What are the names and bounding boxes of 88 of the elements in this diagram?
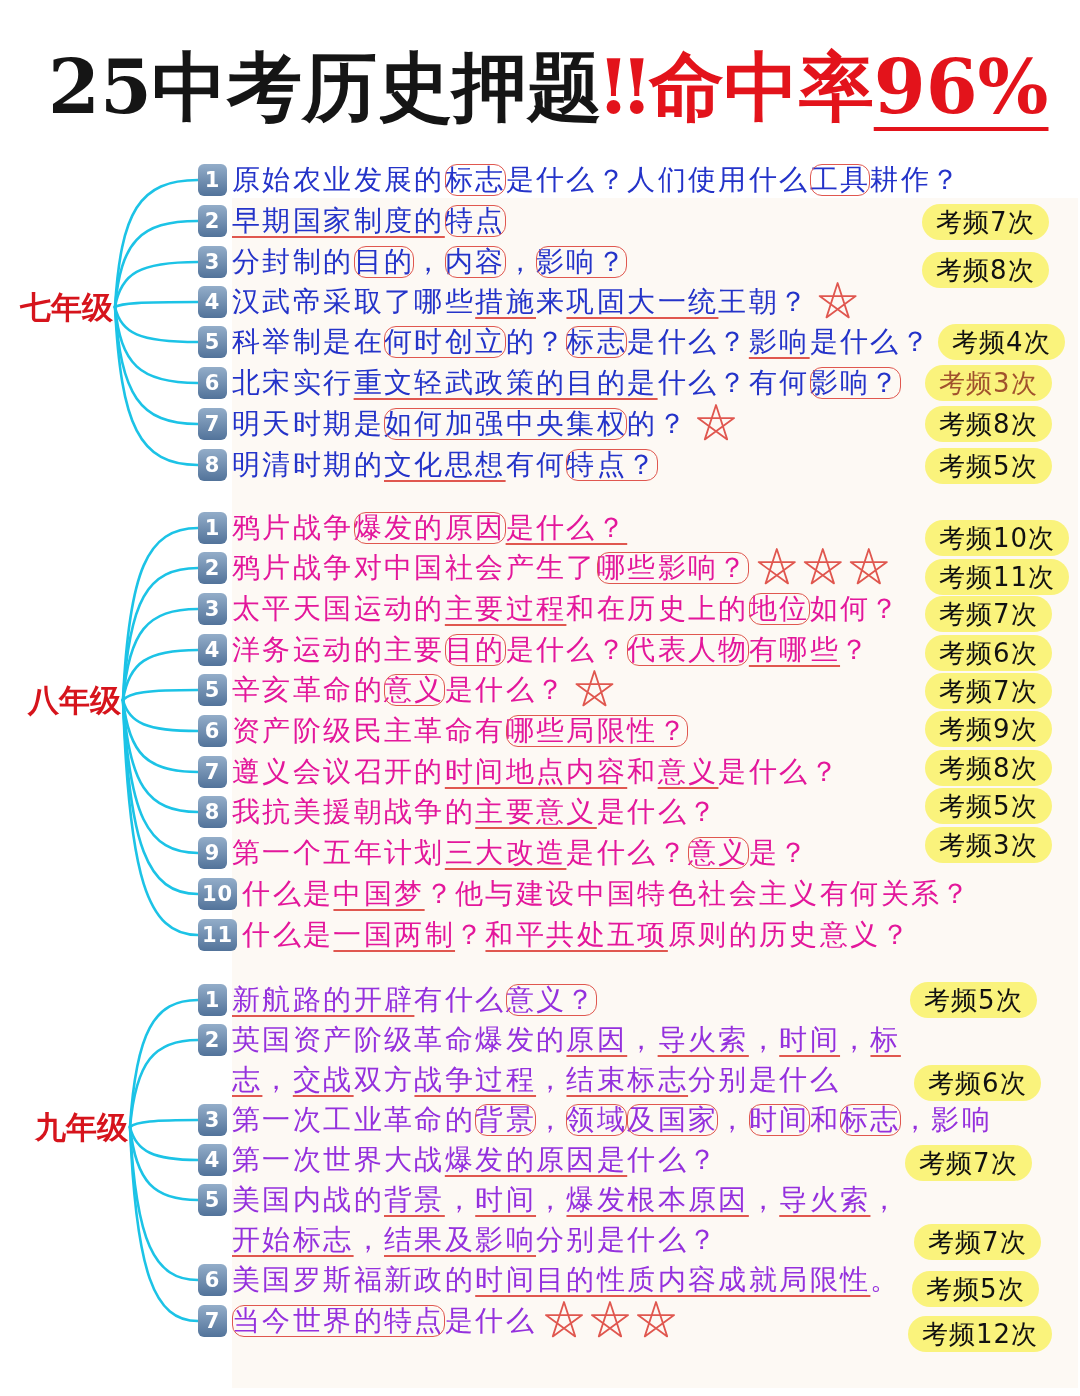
grade-label: 七年级	[20, 287, 113, 327]
branch-line	[113, 305, 200, 344]
number-key: 6	[198, 1264, 227, 1296]
number-key: 8	[198, 796, 227, 828]
question-text: 资产阶级民主革命有哪些局限性？	[232, 713, 688, 749]
question-text: 什么是中国梦？他与建设中国特色社会主义有何关系？	[242, 876, 972, 912]
number-key: 5	[198, 326, 227, 358]
question-text: 英国资产阶级革命爆发的原因，导火索，时间，标志，交战双方战争过程，结束标志分别是什么	[232, 1022, 902, 1098]
number-key: 7	[198, 408, 227, 440]
frequency-tag: 考频5次	[910, 982, 1037, 1018]
number-key: 1	[198, 984, 227, 1016]
question-text: 北宋实行重文轻武政策的目的是什么？有何影响？	[232, 365, 901, 401]
question-text: 科举制是在何时创立的？标志是什么？影响是什么？	[232, 324, 932, 360]
frequency-tag: 考频7次	[925, 673, 1052, 709]
frequency-tag: 考频12次	[908, 1316, 1053, 1352]
number-key: 8	[198, 449, 227, 481]
branch-line	[128, 1125, 200, 1323]
question-text: 鸦片战争对中国社会产生了哪些影响？	[232, 550, 749, 586]
question-text: 明天时期是如何加强中央集权的？	[232, 406, 688, 442]
number-key: 2	[198, 552, 227, 584]
number-key: 5	[198, 674, 227, 706]
grade-label: 八年级	[28, 680, 121, 720]
grade-label: 九年级	[35, 1107, 128, 1147]
frequency-tag: 考频11次	[925, 559, 1070, 595]
frequency-tag: 考频5次	[925, 788, 1052, 824]
frequency-tag: 考频4次	[938, 324, 1065, 360]
branch-line	[121, 698, 200, 937]
question-text: 太平天国运动的主要过程和在历史上的地位如何？	[232, 591, 901, 627]
number-key: 6	[198, 367, 227, 399]
frequency-tag: 考频10次	[925, 520, 1070, 556]
number-key: 4	[198, 1144, 227, 1176]
branch-line	[121, 688, 200, 702]
number-key: 9	[198, 837, 227, 869]
question-text: 鸦片战争爆发的原因是什么？	[232, 510, 628, 546]
branch-line	[113, 305, 200, 467]
number-key: 3	[198, 1104, 227, 1136]
branch-line	[113, 260, 200, 309]
question-text: 明清时期的文化思想有何特点？	[232, 447, 658, 483]
branch-line	[113, 300, 200, 309]
frequency-tag: 考频5次	[925, 448, 1052, 484]
frequency-tag: 考频7次	[922, 204, 1049, 240]
branch-line	[128, 1038, 200, 1129]
question-text: 分封制的目的，内容，影响？	[232, 244, 628, 280]
number-key: 2	[198, 205, 227, 237]
number-key: 7	[198, 756, 227, 788]
number-key: 1	[198, 164, 227, 196]
question-text: 早期国家制度的特点	[232, 203, 506, 239]
question-text: 遵义会议召开的时间地点内容和意义是什么？	[232, 754, 841, 790]
branch-line	[128, 1118, 200, 1129]
number-key: 4	[198, 286, 227, 318]
frequency-tag: 考频7次	[905, 1145, 1032, 1181]
question-text: 原始农业发展的标志是什么？人们使用什么工具耕作？	[232, 162, 962, 198]
number-key: 1	[198, 512, 227, 544]
frequency-tag: 考频6次	[925, 635, 1052, 671]
number-key: 6	[198, 715, 227, 747]
question-text: 汉武帝采取了哪些措施来巩固大一统王朝？	[232, 284, 810, 320]
number-key: 7	[198, 1305, 227, 1337]
frequency-tag: 考频3次	[925, 827, 1052, 863]
number-key: 2	[198, 1024, 227, 1056]
question-text: 我抗美援朝战争的主要意义是什么？	[232, 794, 719, 830]
branch-line	[121, 698, 200, 733]
number-key: 11	[198, 919, 238, 951]
question-text: 美国罗斯福新政的时间目的性质内容成就局限性。	[232, 1262, 901, 1298]
question-text: 洋务运动的主要目的是什么？代表人物有哪些？	[232, 632, 871, 668]
frequency-tag: 考频3次	[925, 365, 1052, 401]
question-text: 第一次工业革命的背景，领域及国家，时间和标志，影响	[232, 1102, 993, 1138]
frequency-tag: 考频9次	[925, 711, 1052, 747]
number-key: 3	[198, 246, 227, 278]
question-text: 什么是一国两制？和平共处五项原则的历史意义？	[242, 917, 912, 953]
branch-line	[121, 648, 200, 702]
question-text: 辛亥革命的意义是什么？	[232, 672, 567, 708]
frequency-tag: 考频5次	[912, 1271, 1039, 1307]
number-key: 3	[198, 593, 227, 625]
question-text: 美国内战的背景，时间，爆发根本原因，导火索，开始标志，结果及影响分别是什么？	[232, 1182, 902, 1258]
frequency-tag: 考频8次	[922, 252, 1049, 288]
number-key: 5	[198, 1184, 227, 1216]
question-text: 第一次世界大战爆发的原因是什么？	[232, 1142, 719, 1178]
frequency-tag: 考频8次	[925, 750, 1052, 786]
branch-line	[128, 1125, 200, 1162]
frequency-tag: 考频7次	[925, 596, 1052, 632]
number-key: 10	[198, 878, 238, 910]
number-key: 4	[198, 634, 227, 666]
question-text: 新航路的开辟有什么意义？	[232, 982, 597, 1018]
question-text: 第一个五年计划三大改造是什么？意义是？	[232, 835, 810, 871]
question-text: 当今世界的特点是什么	[232, 1303, 536, 1339]
frequency-tag: 考频7次	[914, 1224, 1041, 1260]
frequency-tag: 考频6次	[914, 1065, 1041, 1101]
frequency-tag: 考频8次	[925, 406, 1052, 442]
